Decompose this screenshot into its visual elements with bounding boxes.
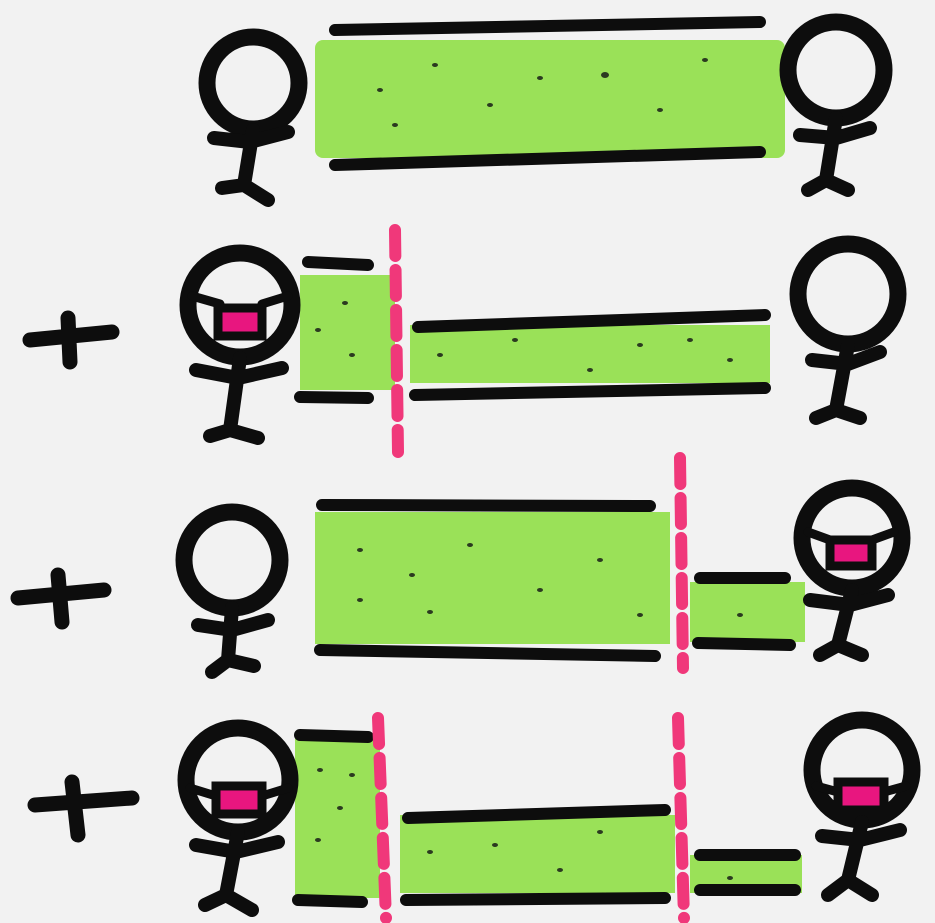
face-mask-icon <box>216 786 262 814</box>
airflow-top-edge <box>335 22 760 30</box>
person-right <box>798 244 898 418</box>
airflow-bottom-edge <box>300 397 368 398</box>
row-both-masked <box>35 718 912 918</box>
row-left-masked <box>30 230 898 452</box>
airflow-bottom-edge <box>415 388 765 395</box>
person-right-masked <box>802 488 902 655</box>
row-no-masks <box>207 22 884 200</box>
mask-barrier-line <box>378 718 386 918</box>
person-left <box>184 512 280 672</box>
airflow-top-edge <box>308 262 368 265</box>
person-left-masked <box>188 253 292 438</box>
row-right-masked <box>18 458 902 672</box>
person-right <box>788 22 884 190</box>
operator-plus <box>30 318 112 362</box>
mask-barrier-line <box>395 230 398 452</box>
person-right-masked <box>812 720 912 895</box>
airflow-band <box>400 815 675 893</box>
face-mask-icon <box>838 782 884 810</box>
airflow-band <box>295 738 380 898</box>
face-mask-icon <box>218 308 262 336</box>
airflow-band <box>315 40 785 158</box>
operator-plus <box>18 575 104 622</box>
airflow-bottom-edge <box>298 900 362 902</box>
person-left-masked <box>186 728 290 910</box>
airflow-bottom-edge <box>406 898 665 900</box>
airflow-top-edge <box>322 505 650 506</box>
person-left <box>207 37 299 200</box>
airflow-band <box>690 582 805 642</box>
mask-barrier-line <box>678 718 684 918</box>
airflow-band <box>300 275 395 390</box>
airflow-top-edge <box>408 810 665 818</box>
airflow-band <box>410 325 770 383</box>
face-mask-icon <box>830 540 872 566</box>
airflow-bottom-edge <box>320 650 655 656</box>
operator-plus <box>35 782 132 835</box>
mask-barrier-line <box>680 458 683 668</box>
airflow-top-edge <box>300 735 368 737</box>
airflow-band <box>315 512 670 644</box>
airflow-bottom-edge <box>698 643 790 645</box>
